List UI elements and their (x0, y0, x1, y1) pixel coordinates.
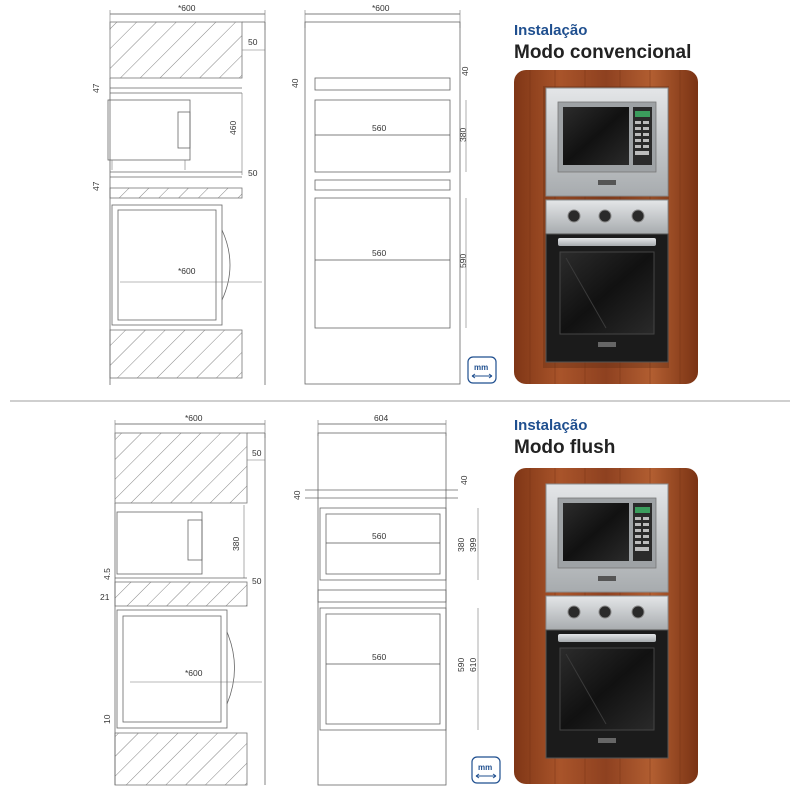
gap-top-label-2: 50 (252, 448, 262, 458)
micro-width-label-2: 560 (372, 531, 386, 541)
gap-bottom-label: 50 (248, 168, 258, 178)
mm-badge-2: mm (471, 756, 501, 784)
oven-depth-label: *600 (178, 266, 196, 276)
oven-width-label-2: 560 (372, 652, 386, 662)
section-flush: *600 50 380 4.5 50 21 *600 10 (100, 413, 698, 786)
micro-opening (314, 99, 451, 173)
front-width-label-2: 604 (374, 413, 388, 423)
micro-height-outer-label-2: 399 (468, 538, 478, 552)
gap-left-bottom-label: 47 (91, 181, 101, 191)
oven-depth-label-2: *600 (185, 668, 203, 678)
oven-width-label: 560 (372, 248, 386, 258)
gap-right-label: 40 (460, 66, 470, 76)
mm-badge-label-2: mm (478, 763, 492, 772)
lower-cabinet-wall (109, 329, 243, 379)
mm-badge: mm (467, 356, 497, 384)
side-width-label-2: *600 (185, 413, 203, 423)
front-view-conventional: *600 40 40 560 380 560 590 (290, 3, 470, 385)
cabinet-front-2 (317, 432, 447, 786)
photo-flush (514, 468, 698, 784)
upper-cabinet-wall (109, 21, 243, 79)
upper-cabinet-wall-2 (114, 432, 248, 504)
oven-side (111, 204, 223, 326)
gap-left-label: 40 (290, 78, 300, 88)
height-micro-label-2: 380 (231, 537, 241, 551)
oven-side-2 (116, 609, 228, 729)
install-label: Instalação (514, 22, 587, 39)
gap-left-top-label-2: 4.5 (102, 568, 112, 580)
oven-height-outer-label-2: 610 (468, 658, 478, 672)
oven-opening (314, 197, 451, 329)
ruler-mm-icon (475, 773, 497, 779)
microwave-side-2 (116, 511, 203, 575)
lower-cabinet-wall-2 (114, 732, 248, 786)
oven-height-label-2: 590 (456, 658, 466, 672)
install-label-2: Instalação (514, 417, 587, 434)
micro-opening-2 (319, 507, 447, 581)
front-width-label: *600 (372, 3, 390, 13)
oven-height-label: 590 (458, 254, 468, 268)
ruler-mm-icon (471, 373, 493, 379)
micro-height-label-2: 380 (456, 538, 466, 552)
side-view-conventional: *600 50 47 460 50 47 (91, 3, 266, 385)
side-width-label: *600 (178, 3, 196, 13)
gap-left-top-label: 47 (91, 83, 101, 93)
micro-width-label: 560 (372, 123, 386, 133)
gap-right-label-2: 40 (459, 475, 469, 485)
gap-left-label-2: 40 (292, 490, 302, 500)
section-conventional: *600 50 47 460 50 47 (91, 3, 698, 385)
mode-label: Modo convencional (514, 42, 691, 63)
micro-height-label: 380 (458, 128, 468, 142)
photo-conventional (514, 70, 698, 384)
cabinet-front (304, 21, 461, 385)
front-view-flush: 604 40 40 560 380 399 560 590 610 (292, 413, 479, 786)
gap-left-bottom-label-2: 21 (100, 592, 110, 602)
oven-opening-2 (319, 607, 447, 731)
side-view-flush: *600 50 380 4.5 50 21 *600 10 (100, 413, 266, 786)
gap-left-low-label-2: 10 (102, 714, 112, 724)
height-micro-label: 460 (228, 121, 238, 135)
gap-top-label: 50 (248, 37, 258, 47)
mode-label-2: Modo flush (514, 437, 615, 458)
mm-badge-label: mm (474, 363, 488, 372)
gap-bottom-label-2: 50 (252, 576, 262, 586)
